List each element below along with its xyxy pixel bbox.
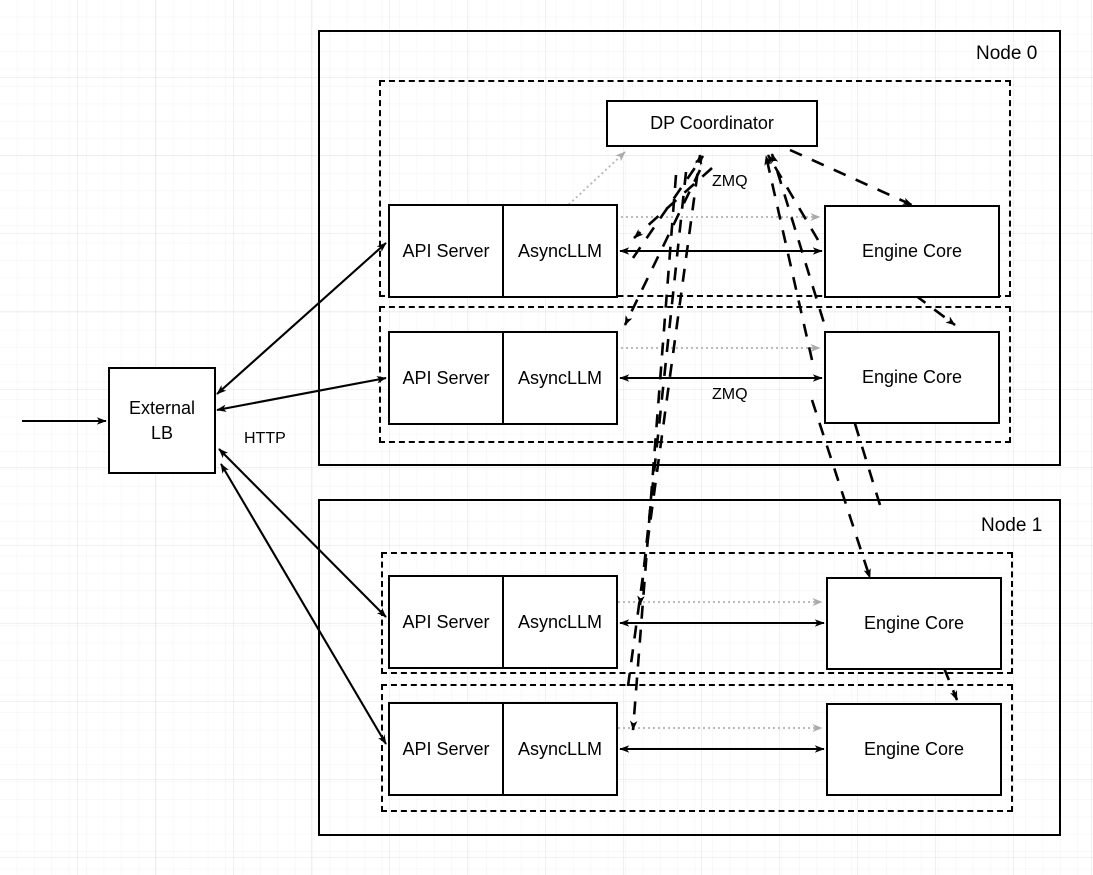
node0-group0-boundary xyxy=(379,80,1011,297)
dp-coordinator-label: DP Coordinator xyxy=(650,113,774,134)
http-edge-label: HTTP xyxy=(244,430,286,447)
node1-group1-boundary xyxy=(381,684,1013,812)
node0-group1-asyncllm[interactable]: AsyncLLM xyxy=(517,367,603,388)
node0-group1-boundary xyxy=(379,306,1011,443)
zmq-label-top: ZMQ xyxy=(712,173,748,190)
node1-group0-boundary xyxy=(381,552,1013,674)
node-1-label: Node 1 xyxy=(981,515,1043,536)
node0-group0-engine-core[interactable]: Engine Core xyxy=(824,205,1000,298)
node0-group0-server-box[interactable]: API Server AsyncLLM xyxy=(388,204,618,298)
node0-group0-api-server[interactable]: API Server xyxy=(390,206,504,296)
node1-group1-asyncllm[interactable]: AsyncLLM xyxy=(517,738,603,759)
node0-group0-asyncllm[interactable]: AsyncLLM xyxy=(517,240,603,261)
node-1-container xyxy=(318,499,1061,836)
node1-group1-api-server[interactable]: API Server xyxy=(390,704,504,794)
node1-group1-engine-core[interactable]: Engine Core xyxy=(826,703,1002,796)
dp-coordinator-box[interactable]: DP Coordinator xyxy=(606,100,818,147)
node1-group0-engine-core-label: Engine Core xyxy=(863,613,965,634)
external-lb-label: External LB xyxy=(128,398,196,443)
zmq-label-second: ZMQ xyxy=(712,386,748,403)
node1-group0-server-box[interactable]: API Server AsyncLLM xyxy=(388,575,618,669)
external-lb-box[interactable]: External LB xyxy=(108,367,216,474)
node0-group1-engine-core[interactable]: Engine Core xyxy=(824,331,1000,424)
node0-group1-api-server[interactable]: API Server xyxy=(390,333,504,423)
node0-group1-engine-core-label: Engine Core xyxy=(861,367,963,388)
node0-group1-server-box[interactable]: API Server AsyncLLM xyxy=(388,331,618,425)
node-0-container xyxy=(318,30,1061,466)
node-0-label: Node 0 xyxy=(976,43,1038,64)
node1-group0-asyncllm[interactable]: AsyncLLM xyxy=(517,611,603,632)
node1-group1-server-box[interactable]: API Server AsyncLLM xyxy=(388,702,618,796)
node1-group1-engine-core-label: Engine Core xyxy=(863,739,965,760)
node1-group0-api-server[interactable]: API Server xyxy=(390,577,504,667)
node1-group0-engine-core[interactable]: Engine Core xyxy=(826,577,1002,670)
node0-group0-engine-core-label: Engine Core xyxy=(861,241,963,262)
